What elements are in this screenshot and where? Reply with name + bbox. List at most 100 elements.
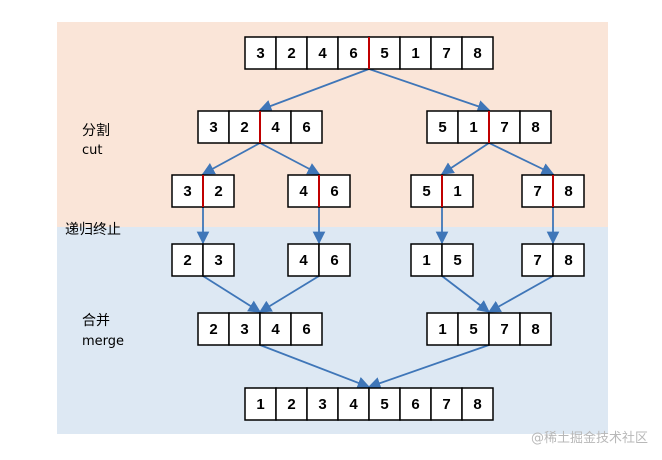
array-cell (337, 387, 370, 421)
array-cell (461, 387, 494, 421)
array-cell-value: 5 (422, 183, 430, 200)
flow-arrow (202, 275, 262, 313)
array-cell-value: 2 (287, 45, 295, 62)
array-cell-value: 1 (469, 119, 477, 136)
array-cell (368, 36, 401, 70)
array-cell-value: 8 (531, 119, 539, 136)
array-cell (461, 36, 494, 70)
array-cell-value: 3 (183, 183, 191, 200)
cut-label-en: cut (82, 143, 102, 158)
array-cell-value: 5 (469, 321, 477, 338)
array-cell-value: 3 (209, 119, 217, 136)
array-cell (552, 243, 585, 277)
flow-arrow (258, 68, 370, 112)
array-cell-value: 1 (411, 45, 419, 62)
array-cell (202, 243, 235, 277)
array-cell (318, 174, 351, 208)
flow-arrow (487, 275, 554, 313)
array-cell (441, 174, 474, 208)
array-cell (290, 312, 323, 346)
array-box: 3 2 4 6 (197, 110, 323, 144)
array-cell (244, 387, 277, 421)
recursion-stop-label: 递归终止 (65, 221, 121, 238)
array-cell-value: 5 (438, 119, 446, 136)
array-cell (521, 174, 554, 208)
array-cell (519, 312, 552, 346)
merge-label-en: merge (82, 334, 124, 349)
array-cell-value: 8 (564, 252, 572, 269)
array-cell (275, 387, 308, 421)
flow-arrow (367, 344, 490, 390)
array-cell-value: 1 (422, 252, 430, 269)
array-cell-value: 4 (299, 183, 308, 200)
array-cell (441, 243, 474, 277)
array-cell-value: 6 (411, 396, 419, 413)
array-cell-value: 5 (380, 45, 388, 62)
array-cell-value: 6 (302, 119, 310, 136)
flow-arrow (488, 142, 555, 175)
array-box: 2 3 4 6 (197, 312, 323, 346)
array-cell-value: 2 (240, 119, 248, 136)
array-cell-value: 4 (349, 396, 358, 413)
array-cell-value: 5 (453, 252, 461, 269)
array-cell-value: 3 (214, 252, 222, 269)
cut-label: 分割 (82, 122, 110, 139)
array-cell-value: 8 (531, 321, 539, 338)
merge-label: 合并 (82, 313, 110, 329)
array-cell-value: 3 (256, 45, 264, 62)
array-cell (228, 110, 261, 144)
array-cell-value: 2 (214, 183, 222, 200)
array-cell (318, 243, 351, 277)
array-cell (399, 387, 432, 421)
flow-arrow (440, 142, 490, 175)
array-cell (202, 174, 235, 208)
flow-arrow (368, 68, 491, 113)
array-cell-value: 4 (318, 45, 327, 62)
flow-arrow (258, 275, 320, 313)
array-cell (337, 36, 370, 70)
array-cell-value: 3 (318, 396, 326, 413)
array-cell (244, 36, 277, 70)
array-cell-value: 8 (473, 396, 481, 413)
watermark: @稀土掘金技术社区 (531, 430, 648, 446)
array-cell-value: 6 (302, 321, 310, 338)
array-cell (426, 312, 459, 346)
array-cell-value: 6 (349, 45, 357, 62)
array-cell (488, 312, 521, 346)
flow-arrow (259, 142, 321, 175)
array-cell-value: 1 (256, 396, 264, 413)
flow-arrow (259, 344, 371, 389)
array-cell (287, 243, 320, 277)
array-cell-value: 4 (271, 119, 280, 136)
array-cell-value: 3 (240, 321, 248, 338)
array-cell-value: 2 (209, 321, 217, 338)
array-cell-value: 8 (564, 183, 572, 200)
array-cell-value: 7 (442, 396, 450, 413)
array-cell-value: 1 (453, 183, 461, 200)
array-cell-value: 6 (330, 252, 338, 269)
array-cell-value: 8 (473, 45, 481, 62)
array-box: 3 2 4 6 5 1 7 8 (244, 36, 494, 70)
array-cell-value: 7 (442, 45, 450, 62)
array-cell-value: 4 (271, 321, 280, 338)
flow-arrow (201, 142, 261, 175)
array-cell-value: 1 (438, 321, 446, 338)
array-cell-value: 7 (533, 252, 541, 269)
array-cell (368, 387, 401, 421)
array-cell (259, 312, 292, 346)
array-cell-value: 7 (500, 321, 508, 338)
array-cell-value: 6 (330, 183, 338, 200)
array-cell-value: 7 (533, 183, 541, 200)
array-cell (488, 110, 521, 144)
